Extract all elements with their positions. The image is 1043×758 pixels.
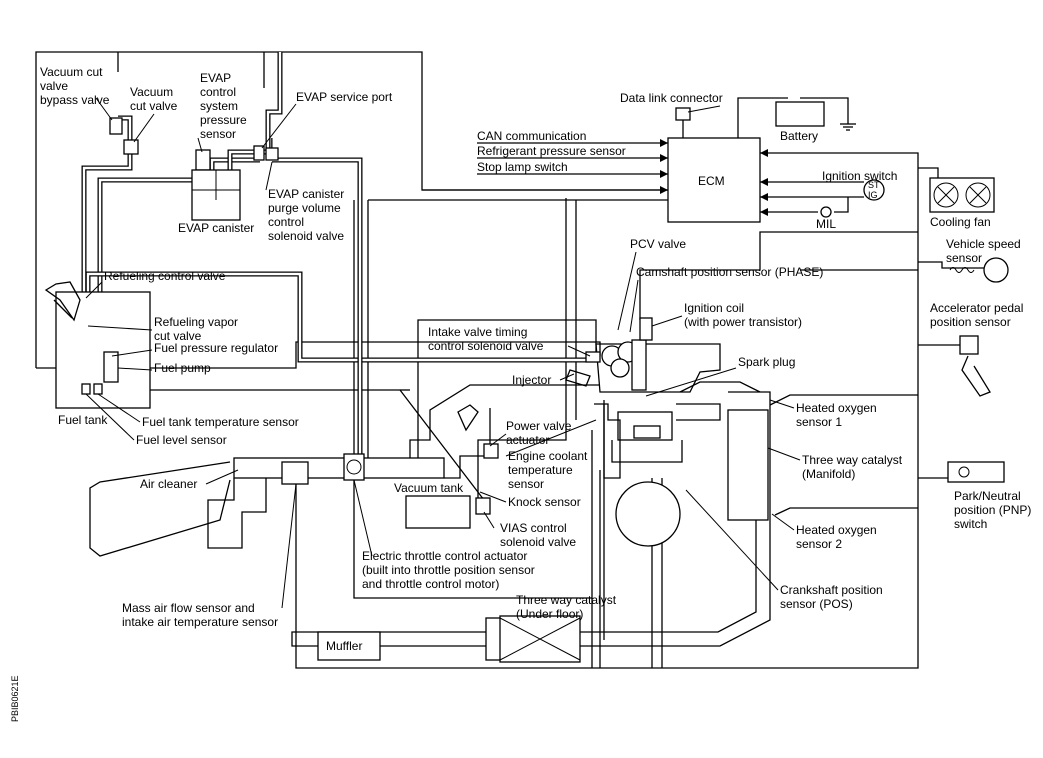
label-fuel-level: Fuel level sensor [136,433,227,447]
crankshaft-icon [615,481,681,547]
intake-components [281,404,581,663]
evap-piping [81,52,590,456]
power-valve-actuator-icon [483,443,499,459]
exhaust-system [291,381,771,647]
engine [565,317,721,547]
vacuum-cut-valve-icon [123,139,139,155]
fuel-pump-icon [103,351,119,383]
leader-lines [85,97,801,609]
label-fuel-pressure-regulator: Fuel pressure regulator [154,341,278,355]
data-link-connector-icon [675,107,691,121]
ignition-switch-icon [863,179,885,201]
label-vacuum-tank: Vacuum tank [394,481,464,495]
accelerator-sensor-icon [959,335,979,355]
label-knock-sensor: Knock sensor [508,495,581,509]
electrical-components [667,101,1009,483]
label-evap-service-port: EVAP service port [296,90,393,104]
label-evap-canister: EVAP canister [178,221,254,235]
injector-icon [565,369,591,387]
label-fuel-tank-temp: Fuel tank temperature sensor [142,415,299,429]
label-pcv-valve: PCV valve [630,237,686,251]
label-muffler: Muffler [326,639,362,653]
ecm-box [667,137,761,223]
label-data-link-connector: Data link connector [620,91,723,105]
muffler-icon [317,631,381,661]
label-ecm: ECM [698,174,725,188]
service-port-icon [253,145,265,161]
label-air-cleaner: Air cleaner [140,477,197,491]
pressure-sensor-icon [195,149,211,171]
bypass-valve-icon [109,117,123,135]
label-spark-plug: Spark plug [738,355,795,369]
label-can-communication: CAN communication [477,129,586,143]
label-three-way-manifold: Three way catalyst(Manifold) [802,453,903,481]
label-ignition-st: ST [868,180,880,190]
label-ignition-switch: Ignition switch [822,169,897,183]
mil-lamp-icon [820,206,832,218]
label-mil: MIL [816,217,836,231]
vias-valve-icon [475,497,491,515]
label-three-way-underfloor: Three way catalyst(Under floor) [516,593,617,621]
label-cooling-fan: Cooling fan [930,215,991,229]
pnp-switch-icon [947,461,1005,483]
label-ignition-ig: IG [868,190,878,200]
label-ignition-coil: Ignition coil(with power transistor) [684,301,802,329]
label-figure-code: PBIB0621E [10,675,20,722]
label-fuel-tank: Fuel tank [58,413,108,427]
cooling-fan-icon [929,177,995,213]
label-throttle-actuator: Electric throttle control actuator(built… [362,549,535,591]
label-camshaft-sensor: Camshaft position sensor (PHASE) [636,265,823,279]
label-stop-lamp-switch: Stop lamp switch [477,160,568,174]
purge-valve-icon [265,147,279,161]
intake-valve-timing-icon [585,351,601,363]
battery-icon [775,101,825,127]
vacuum-tank-icon [405,495,471,529]
label-injector: Injector [512,373,551,387]
power-valve-icon [457,404,479,432]
maf-sensor-icon [281,461,309,485]
label-refrigerant-sensor: Refrigerant pressure sensor [477,144,626,158]
evap-components [44,117,279,409]
label-fuel-pump: Fuel pump [154,361,211,375]
ignition-coil-icon [639,317,653,341]
fuel-tank-icon [55,291,151,409]
label-battery: Battery [780,129,818,143]
vehicle-speed-sensor-icon [983,257,1009,283]
label-refueling-control-valve: Refueling control valve [104,269,226,283]
